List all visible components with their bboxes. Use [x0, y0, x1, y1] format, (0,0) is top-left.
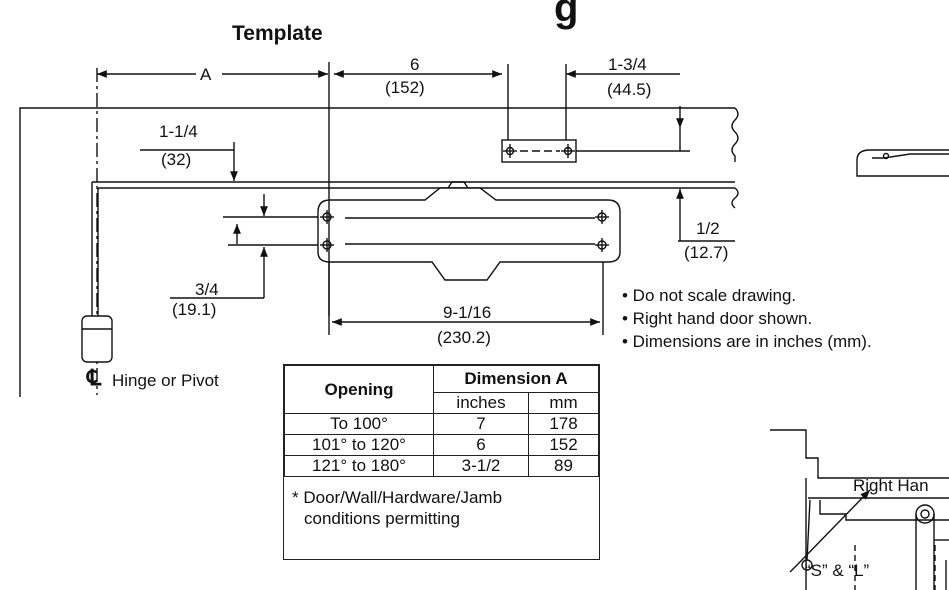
table-footnote: * Door/Wall/Hardware/Jamb conditions per… [284, 477, 599, 559]
hinge-block [81, 315, 113, 363]
note-line-1: • Do not scale drawing. [622, 286, 797, 305]
footnote-line-2: conditions permitting [304, 509, 460, 528]
cell-inches: 3-1/2 [433, 455, 529, 477]
break-line-bottom [731, 187, 739, 209]
dimension-1-2-inches: 1/2 [696, 219, 720, 238]
dimension-1-3-4-inches: 1-3/4 [608, 55, 647, 74]
s-and-l-label: “S” & “L” [805, 561, 870, 580]
cell-inches: 7 [433, 413, 529, 435]
cell-mm: 152 [528, 434, 599, 456]
dimension-a-label: A [200, 65, 212, 84]
break-line-top [731, 107, 739, 162]
right-hand-label: Right Han [853, 476, 929, 495]
footnote-line-1: * Door/Wall/Hardware/Jamb [292, 488, 503, 507]
table-row: 121° to 180° 3-1/2 89 [284, 455, 599, 477]
centerline-symbol: ℄ [87, 365, 102, 390]
table-row: To 100° 7 178 [284, 413, 599, 435]
cell-mm: 178 [528, 413, 599, 435]
note-line-3: • Dimensions are in inches (mm). [622, 332, 872, 351]
closer-body [317, 187, 621, 281]
cell-mm: 89 [528, 455, 599, 477]
frame-detail [770, 429, 949, 479]
header-inches: inches [433, 392, 529, 414]
cell-opening: 121° to 180° [284, 455, 434, 477]
dimension-1-2-mm: (12.7) [684, 243, 729, 262]
hinge-pivot-label: Hinge or Pivot [112, 371, 219, 390]
dimension-3-4-inches: 3/4 [195, 280, 219, 299]
dimension-1-3-4-mm: (44.5) [607, 80, 652, 99]
side-view-closer [856, 149, 949, 177]
cell-opening: To 100° [284, 413, 434, 435]
header-mm: mm [528, 392, 599, 414]
dimension-9-1-16-inches: 9-1/16 [443, 303, 492, 322]
cell-inches: 6 [433, 434, 529, 456]
dimension-1-1-4-mm: (32) [161, 150, 192, 169]
dimension-table: Opening Dimension A inches mm To 100° 7 … [283, 364, 600, 560]
dimension-6-mm: (152) [385, 78, 425, 97]
title-overflow-text: g [554, 0, 579, 30]
wall-outline [19, 107, 735, 397]
note-line-2: • Right hand door shown. [622, 309, 813, 328]
header-opening: Opening [284, 365, 434, 414]
dimension-9-1-16-mm: (230.2) [437, 328, 491, 347]
dimension-6-inches: 6 [410, 55, 420, 74]
cell-opening: 101° to 120° [284, 434, 434, 456]
header-dimension-a: Dimension A [433, 365, 599, 393]
dimension-1-1-4-inches: 1-1/4 [159, 122, 198, 141]
table-row: 101° to 120° 6 152 [284, 434, 599, 456]
dimension-3-4-mm: (19.1) [172, 300, 217, 319]
template-title: Template [232, 22, 323, 45]
